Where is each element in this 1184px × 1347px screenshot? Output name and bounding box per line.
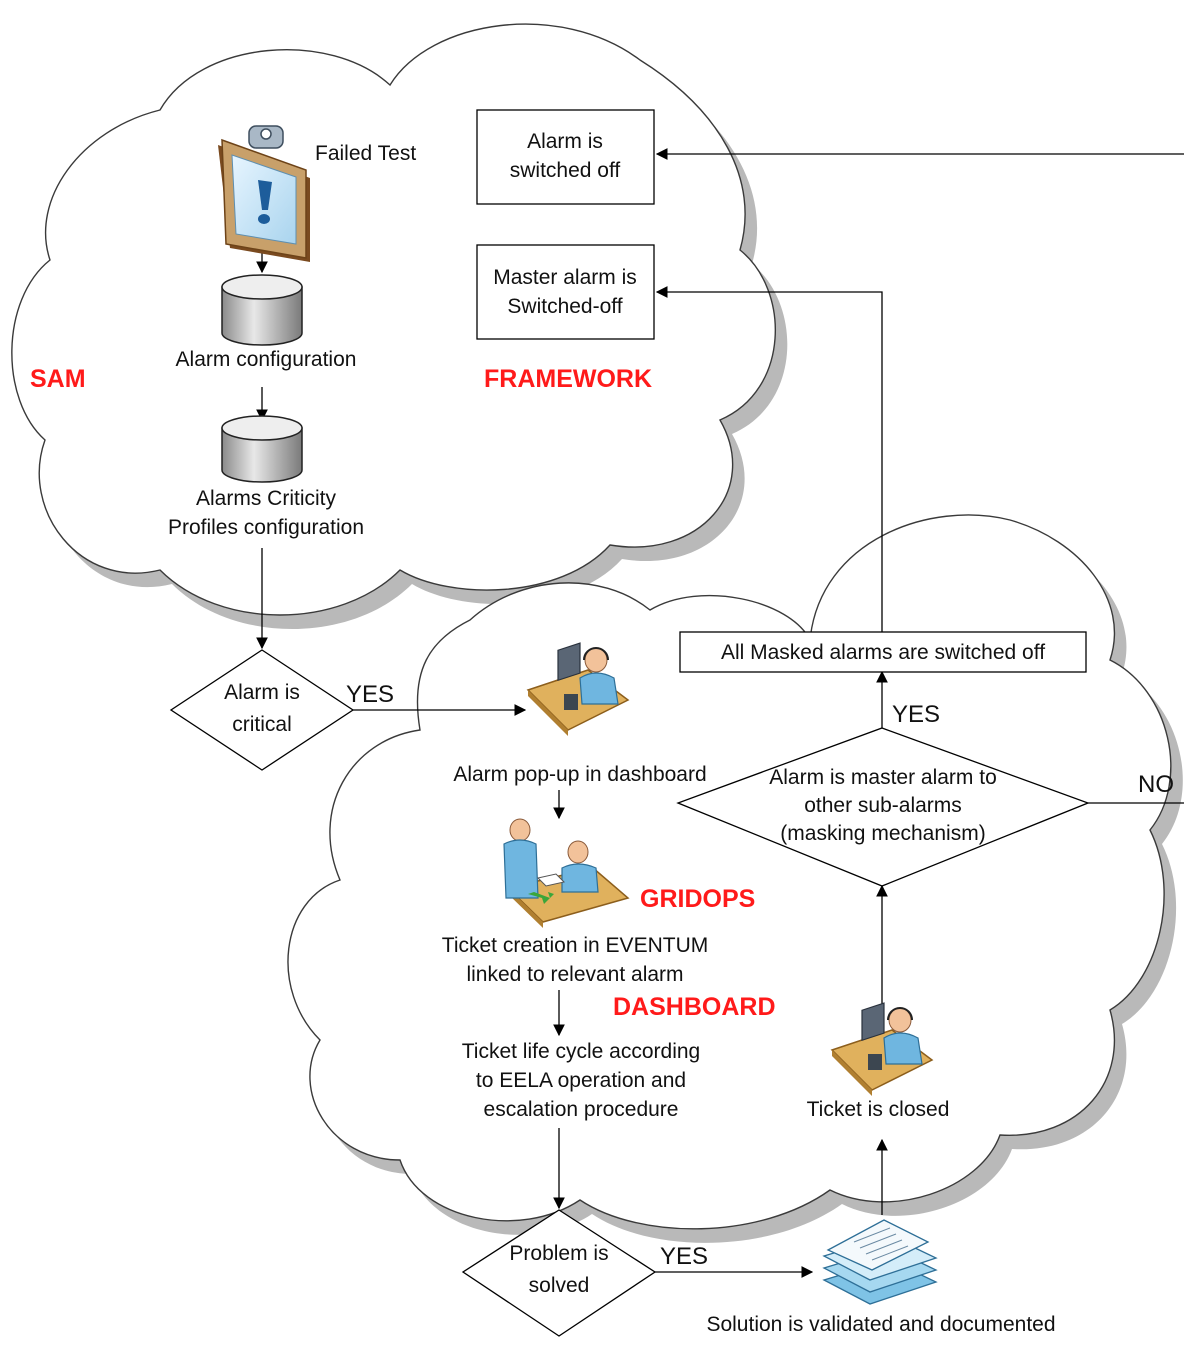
region-framework: FRAMEWORK [484, 365, 652, 393]
region-sam: SAM [30, 365, 86, 393]
all-masked-switched-off-box: All Masked alarms are switched off [679, 631, 1087, 673]
operator-desk-icon [526, 642, 630, 736]
profiles-line2: Profiles configuration [168, 516, 364, 539]
alarm-configuration-label: Alarm configuration [176, 348, 357, 371]
database-icon [221, 415, 303, 483]
master-alarm-switched-off-line1: Master alarm is [493, 266, 637, 289]
lifecycle-line2: to EELA operation and [476, 1069, 686, 1092]
operator-desk-icon [830, 1002, 934, 1096]
solution-validated-label: Solution is validated and documented [706, 1313, 1055, 1336]
edge-masked-to-master-switched-off [655, 286, 883, 632]
gridops-dashboard-cloud [287, 514, 1183, 1243]
solved-line2: solved [529, 1274, 590, 1297]
master-alarm-switched-off-box: Master alarm is Switched-off [476, 244, 655, 340]
alarm-switched-off-box: Alarm is switched off [476, 109, 655, 205]
documents-stack-icon [822, 1219, 938, 1305]
critical-yes-label: YES [346, 681, 394, 708]
all-masked-switched-off-label: All Masked alarms are switched off [721, 641, 1045, 664]
meeting-handoff-icon [503, 818, 630, 928]
master-decision-line3: (masking mechanism) [780, 822, 985, 845]
master-yes-label: YES [892, 701, 940, 728]
lifecycle-line3: escalation procedure [484, 1098, 679, 1121]
database-icon [221, 274, 303, 346]
connectors [256, 148, 1184, 1278]
problem-solved-decision: Problem is solved [461, 1209, 657, 1337]
solved-yes-label: YES [660, 1243, 708, 1270]
ticket-closed-label: Ticket is closed [807, 1098, 950, 1121]
alarm-switched-off-line1: Alarm is [527, 130, 603, 153]
lifecycle-line1: Ticket life cycle according [462, 1040, 700, 1063]
alarm-is-critical-decision: Alarm is critical [169, 649, 355, 771]
critical-line2: critical [232, 713, 292, 736]
ticket-creation-line2: linked to relevant alarm [466, 963, 683, 986]
master-no-label: NO [1138, 771, 1174, 798]
solved-line1: Problem is [509, 1242, 608, 1265]
critical-line1: Alarm is [224, 681, 300, 704]
region-gridops: GRIDOPS [640, 885, 755, 913]
region-dashboard: DASHBOARD [613, 993, 776, 1021]
master-decision-line2: other sub-alarms [804, 794, 962, 817]
alarm-popup-label: Alarm pop-up in dashboard [453, 763, 706, 786]
sam-framework-cloud [11, 23, 788, 629]
failed-test-label: Failed Test [315, 142, 416, 165]
ticket-creation-line1: Ticket creation in EVENTUM [442, 934, 708, 957]
master-alarm-decision: Alarm is master alarm to other sub-alarm… [676, 727, 1090, 887]
clipboard-alert-icon [218, 125, 310, 262]
alarm-switched-off-line2: switched off [510, 159, 621, 182]
profiles-line1: Alarms Criticity [196, 487, 336, 510]
master-alarm-switched-off-line2: Switched-off [507, 295, 622, 318]
master-decision-line1: Alarm is master alarm to [769, 766, 997, 789]
